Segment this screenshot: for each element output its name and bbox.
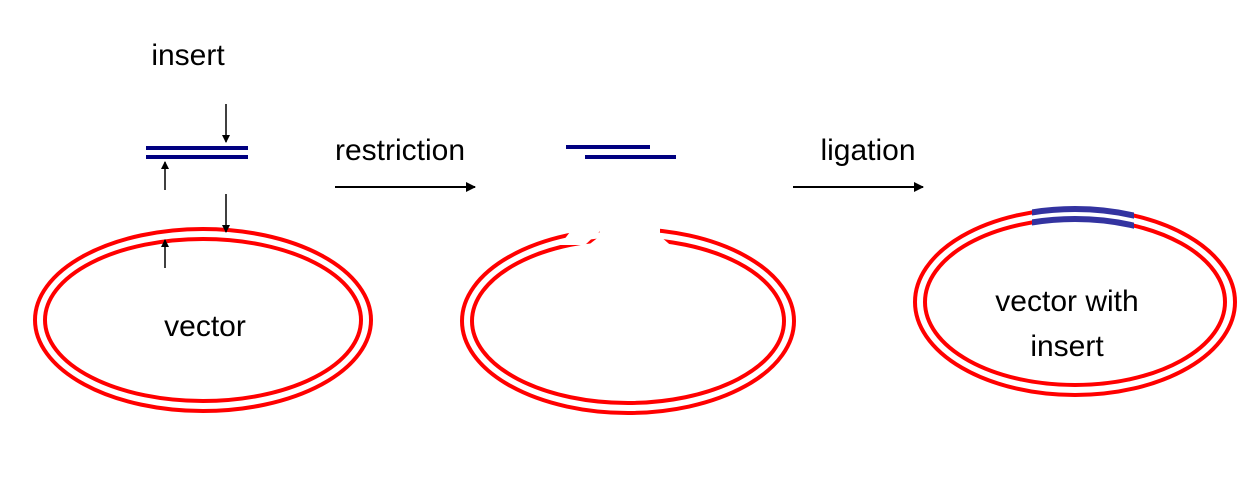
ligated-insert xyxy=(1032,206,1134,229)
ligation-label: ligation xyxy=(820,134,915,167)
vector-label: vector xyxy=(164,310,246,343)
cut-vector xyxy=(460,210,796,415)
restriction-label: restriction xyxy=(335,134,465,167)
vector-with-insert-label-line1: vector with xyxy=(995,285,1138,318)
recombinant-vector xyxy=(913,206,1237,397)
insert-dna xyxy=(146,146,248,159)
vector-with-insert-label-line2: insert xyxy=(1030,330,1104,363)
cut-insert-fragment xyxy=(566,145,676,159)
insert-label: insert xyxy=(151,39,225,72)
vector-plasmid xyxy=(33,227,373,413)
